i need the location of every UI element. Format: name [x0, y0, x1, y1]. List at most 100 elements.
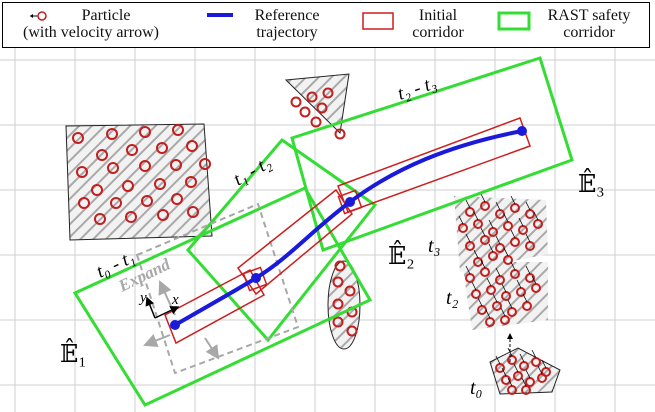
velocity-arrow: [516, 279, 522, 289]
label-t2-t3: t₂ - t₃: [395, 73, 439, 105]
expand-region: [135, 202, 300, 375]
velocity-arrow: [465, 199, 471, 209]
rast-corridor-e1: [72, 186, 373, 407]
obstacle-block-topleft: [65, 123, 213, 241]
particle: [172, 124, 184, 136]
legend-initial-line2: corridor: [412, 24, 464, 41]
particle: [199, 158, 211, 170]
particle: [170, 159, 182, 171]
particle: [332, 316, 344, 328]
local-x-axis: [154, 306, 180, 319]
legend-initial-line1: Initial: [418, 7, 458, 24]
particle: [106, 128, 118, 140]
velocity-arrow: [525, 369, 531, 379]
legend-item-rast: RAST safety corridor: [495, 3, 649, 49]
legend-particle-line1: Particle: [81, 7, 131, 24]
particle: [185, 176, 197, 188]
particle: [187, 206, 199, 218]
particle: [299, 106, 311, 118]
initial-corridor-segment-1: [164, 268, 266, 345]
particle-markers: [72, 87, 551, 395]
particle: [334, 260, 346, 272]
legend-reference-line2: trajectory: [256, 24, 318, 41]
particle: [316, 102, 328, 114]
velocity-arrow: [488, 219, 494, 229]
label-t2: t₂: [446, 287, 459, 309]
velocity-arrow: [480, 227, 486, 237]
velocity-arrow: [541, 359, 547, 369]
particle-group-t3: [454, 196, 548, 272]
expand-arrow-2: [204, 337, 220, 360]
velocity-arrow: [522, 293, 528, 303]
rast-corridor-e3: [290, 56, 574, 252]
y-axis-label: y: [138, 290, 147, 306]
velocity-arrow: [480, 259, 486, 269]
velocity-arrow: [537, 365, 543, 375]
particle: [332, 276, 344, 288]
legend-rast-line2: corridor: [563, 24, 615, 41]
legend: Particle (with velocity arrow) Reference…: [2, 2, 650, 48]
particle: [346, 325, 358, 337]
velocity-arrow: [492, 293, 498, 303]
velocity-arrow: [525, 233, 531, 243]
label-e1: 𝔼̂₁: [60, 338, 87, 368]
velocity-arrow: [485, 309, 491, 319]
velocity-arrow: [473, 249, 479, 259]
particle: [186, 140, 198, 152]
velocity-arrow: [465, 265, 471, 275]
particle: [107, 162, 119, 174]
velocity-arrow: [480, 193, 486, 203]
velocity-arrow: [507, 377, 513, 387]
velocity-arrow: [531, 349, 537, 359]
particle: [72, 132, 84, 144]
velocity-arrow: [465, 233, 471, 243]
particle: [91, 184, 103, 196]
legend-item-reference: Reference trajectory: [203, 3, 343, 49]
velocity-arrow: [518, 217, 524, 227]
velocity-arrow: [525, 265, 531, 275]
legend-reference-line1: Reference: [254, 7, 320, 24]
label-t3: t₃: [428, 235, 441, 257]
particle: [126, 144, 138, 156]
particle: [157, 209, 169, 221]
particle: [171, 193, 183, 205]
rast-corridor-e2: [186, 137, 378, 343]
particle: [76, 166, 88, 178]
velocity-arrow: [507, 299, 513, 309]
particle: [156, 142, 168, 154]
initial-corridor-icon: [362, 12, 394, 30]
velocity-arrow: [501, 367, 507, 377]
velocity-arrow: [495, 201, 501, 211]
particle: [322, 87, 334, 99]
label-e2: 𝔼̂₂: [388, 240, 415, 270]
trajectory-start-point: [170, 320, 180, 330]
obstacle-funnel-top: [284, 73, 350, 135]
velocity-arrow: [495, 267, 501, 277]
legend-item-initial: Initial corridor: [358, 3, 488, 49]
reference-line-icon: [207, 13, 233, 17]
velocity-arrow: [495, 235, 501, 245]
legend-rast-line1: RAST safety: [547, 7, 631, 24]
particle: [139, 160, 151, 172]
velocity-arrow: [488, 243, 494, 253]
velocity-arrow: [503, 247, 509, 257]
velocity-arrow: [531, 275, 537, 285]
label-t0: t₀: [470, 377, 483, 399]
velocity-arrow: [501, 283, 507, 293]
velocity-arrow: [471, 281, 477, 291]
velocity-arrow: [458, 215, 464, 225]
velocity-arrow: [473, 211, 479, 221]
velocity-arrow: [510, 229, 516, 239]
velocity-arrow: [477, 297, 483, 307]
velocity-arrow: [500, 307, 506, 317]
trajectory-waypoint-1: [251, 273, 261, 283]
particle: [139, 126, 151, 138]
velocity-arrow: [486, 277, 492, 287]
local-y-axis: [145, 296, 156, 319]
initial-corridor-segment-2: [236, 188, 353, 296]
particle: [334, 128, 346, 140]
particle: [344, 285, 356, 297]
particle: [78, 197, 90, 209]
initial-corridor-segment-3: [337, 117, 531, 213]
